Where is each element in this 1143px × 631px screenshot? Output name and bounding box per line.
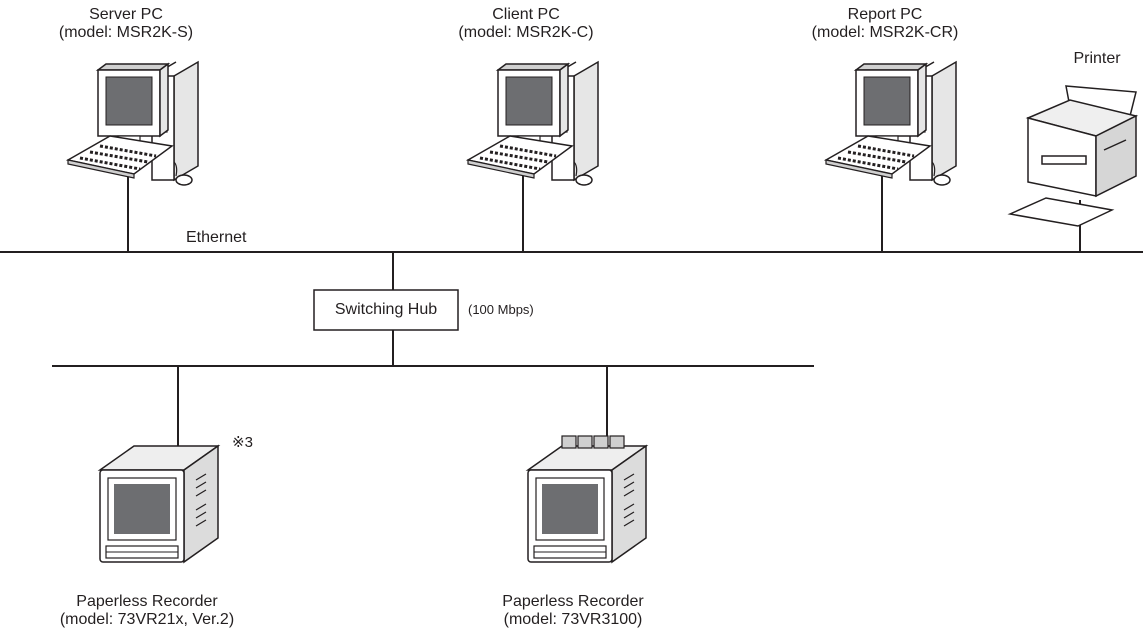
client-pc-model: (model: MSR2K-C) bbox=[458, 24, 594, 41]
switching-hub-box bbox=[313, 289, 459, 331]
server-pc-icon bbox=[66, 60, 200, 187]
printer-icon bbox=[1007, 85, 1139, 227]
recorder-73vr21x-label: Paperless Recorder (model: 73VR21x, Ver.… bbox=[37, 593, 257, 629]
recorder-73vr21x-model: (model: 73VR21x, Ver.2) bbox=[59, 611, 235, 628]
recorder-73vr3100-model: (model: 73VR3100) bbox=[503, 611, 643, 628]
server-pc-title: Server PC bbox=[89, 6, 163, 23]
recorder-73vr21x-icon bbox=[99, 445, 219, 563]
note-reference-3: ※3 bbox=[232, 434, 253, 451]
report-pc-model: (model: MSR2K-CR) bbox=[811, 24, 959, 41]
recorder-73vr3100-title: Paperless Recorder bbox=[502, 593, 644, 610]
report-pc-label: Report PC (model: MSR2K-CR) bbox=[795, 6, 975, 42]
ethernet-label: Ethernet bbox=[186, 229, 247, 246]
client-pc-label: Client PC (model: MSR2K-C) bbox=[441, 6, 611, 42]
server-pc-label: Server PC (model: MSR2K-S) bbox=[51, 6, 201, 42]
printer-title: Printer bbox=[1073, 50, 1121, 67]
switching-hub-label: Switching Hub bbox=[334, 301, 438, 318]
report-pc-title: Report PC bbox=[847, 6, 923, 23]
report-pc-icon bbox=[824, 60, 958, 187]
server-pc-model: (model: MSR2K-S) bbox=[58, 24, 194, 41]
printer-label: Printer bbox=[1062, 50, 1132, 68]
recorder-73vr3100-icon bbox=[527, 435, 647, 563]
recorder-73vr3100-label: Paperless Recorder (model: 73VR3100) bbox=[473, 593, 673, 629]
client-pc-title: Client PC bbox=[492, 6, 560, 23]
hub-speed-label: (100 Mbps) bbox=[468, 302, 534, 317]
recorder-73vr21x-title: Paperless Recorder bbox=[76, 593, 218, 610]
client-pc-icon bbox=[466, 60, 600, 187]
